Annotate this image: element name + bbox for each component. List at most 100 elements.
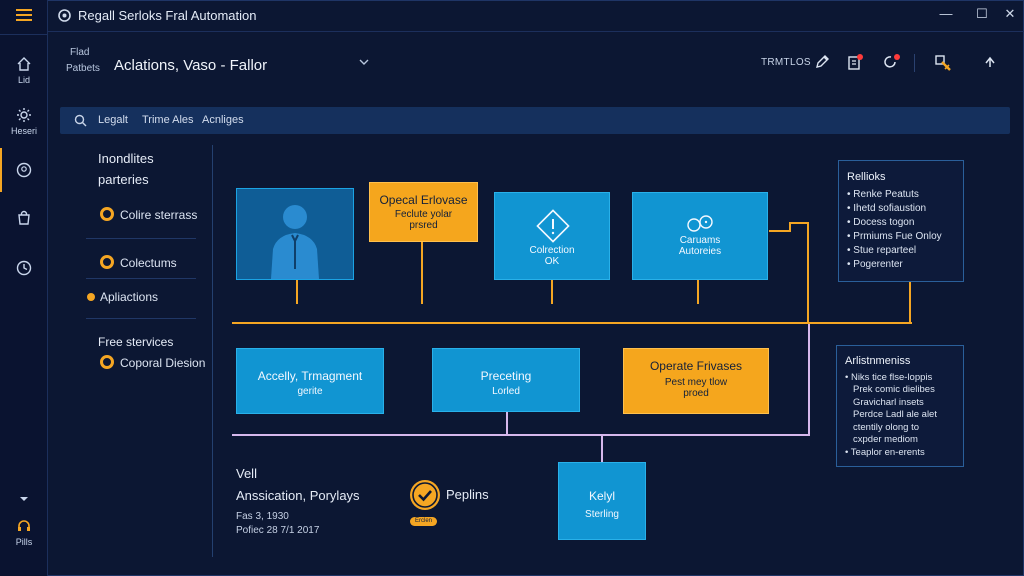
info-line: • Ihetd sofiaustion <box>847 203 927 214</box>
list-divider <box>86 278 196 279</box>
breadcrumb-item[interactable]: Flad <box>70 47 90 58</box>
node-sterling[interactable]: Kelyl Sterling <box>558 462 646 540</box>
node-title: Opecal Erlovase <box>379 193 468 207</box>
tools-icon[interactable] <box>934 54 952 72</box>
refresh-icon[interactable] <box>882 54 898 70</box>
list-item[interactable]: Coporal Diesion <box>100 355 206 370</box>
panel-divider <box>212 145 213 557</box>
connector <box>697 280 699 304</box>
node-operation[interactable]: Opecal Erlovase Feclute yolar prsred <box>369 182 478 242</box>
rail-collapse-button[interactable] <box>0 496 48 505</box>
connector <box>769 230 791 232</box>
list-item[interactable]: Colectums <box>100 255 177 270</box>
node-subtitle: Feclute yolar <box>394 209 453 220</box>
headset-icon <box>18 520 30 531</box>
connector <box>506 412 508 434</box>
detail-label: Vell <box>236 466 257 481</box>
node-subtitle: OK <box>544 256 560 267</box>
rail-item-label: Heseri <box>10 126 37 136</box>
notification-dot <box>857 54 863 60</box>
clock-icon <box>16 260 32 276</box>
info-line: cxpder mediom <box>853 434 918 445</box>
section-heading-line: parteries <box>98 172 149 187</box>
list-item-label: Coporal Diesion <box>120 356 206 370</box>
connector <box>551 280 553 304</box>
info-line: • Teaplor en-erents <box>845 446 925 458</box>
filter-tab[interactable]: Trime Ales <box>142 114 194 126</box>
node-subtitle: proed <box>683 388 709 399</box>
info-panel-rellioks: Rellioks • Renke Peatuts • Ihetd sofiaus… <box>838 160 964 282</box>
connector <box>808 324 810 436</box>
breadcrumb-item[interactable]: Patbets <box>66 63 100 74</box>
share-icon[interactable] <box>982 54 998 70</box>
rail-item-label: Pills <box>15 537 33 547</box>
info-line: Gravicharl insets <box>853 396 924 408</box>
app-title: Regall Serloks Fral Automation <box>78 8 257 23</box>
tools-label[interactable]: TRMTLOS <box>761 57 811 68</box>
section-heading-line: Inondlites <box>98 151 154 166</box>
filter-tab[interactable]: Legalt <box>98 114 128 126</box>
detail-title: Anssication, Porylays <box>236 488 360 503</box>
filter-tab[interactable]: Acnliges <box>202 114 244 126</box>
profile-circle-icon <box>16 162 32 178</box>
close-button[interactable]: ✕ <box>1004 6 1016 21</box>
header-divider <box>914 54 915 72</box>
warning-icon <box>536 209 570 243</box>
node-subtitle: prsred <box>409 220 438 231</box>
status-ring-icon <box>100 207 114 221</box>
menu-button[interactable] <box>0 8 48 25</box>
home-icon <box>17 57 31 71</box>
info-line: • Renke Peatuts <box>847 189 919 200</box>
section-heading: Inondlites parteries <box>98 148 154 190</box>
list-item-label: Colectums <box>120 256 177 270</box>
rail-item-profile[interactable] <box>0 162 48 181</box>
node-automation[interactable]: Caruams Autoreies <box>632 192 768 280</box>
node-management[interactable]: Accelly, Trmagment gerite <box>236 348 384 414</box>
node-subtitle: Pest mey tlow <box>664 377 728 388</box>
search-bar[interactable]: Legalt Trime Ales Acnliges <box>60 107 1010 134</box>
list-divider <box>86 318 196 319</box>
info-line: • Pogerenter <box>847 259 903 270</box>
connector <box>421 242 423 304</box>
list-item[interactable]: Colire sterrass <box>100 207 197 222</box>
info-line: Prek comic dielibes <box>853 384 935 395</box>
pen-icon[interactable] <box>814 54 830 70</box>
app-logo-icon <box>58 9 71 22</box>
list-item[interactable]: Apliactions <box>87 290 159 304</box>
connector <box>789 222 791 232</box>
caret-down-icon <box>20 497 28 501</box>
rail-active-indicator <box>0 148 2 192</box>
info-line: • Docess togon <box>847 217 915 228</box>
view-title-dropdown[interactable]: Aclations, Vaso - Fallor <box>114 57 268 74</box>
rail-item-label: Lid <box>17 75 30 85</box>
check-badge <box>410 480 440 510</box>
chevron-down-icon[interactable] <box>358 56 370 68</box>
node-processing[interactable]: Preceting Lorled <box>432 348 580 412</box>
maximize-button[interactable]: ☐ <box>976 6 988 21</box>
list-item-label: Apliactions <box>100 290 159 304</box>
rail-item-support[interactable]: Pills <box>0 518 48 547</box>
list-divider <box>86 238 196 239</box>
clipboard-icon[interactable] <box>846 54 862 70</box>
node-correction[interactable]: Colrection OK <box>494 192 610 280</box>
node-operate[interactable]: Operate Frivases Pest mey tlow proed <box>623 348 769 414</box>
node-person[interactable] <box>236 188 354 280</box>
notification-dot <box>894 54 900 60</box>
person-avatar-icon <box>271 205 319 279</box>
rail-item-bag[interactable] <box>0 210 48 229</box>
connector-bus <box>232 434 810 436</box>
node-title: Operate Frivases <box>649 359 743 373</box>
nav-rail: Lid Heseri <box>0 0 48 576</box>
rail-item-history[interactable] <box>0 260 48 279</box>
chat-bubbles-icon <box>687 215 713 232</box>
rail-item-home[interactable]: Lid <box>0 56 48 85</box>
rail-item-heseri[interactable]: Heseri <box>0 107 48 136</box>
status-tag: Erclen <box>410 517 438 526</box>
bullet-icon <box>87 293 95 301</box>
detail-meta: Pofiec 28 7/1 2017 <box>236 525 320 536</box>
checkmark-icon <box>412 482 438 508</box>
status-ring-icon <box>100 355 114 369</box>
minimize-button[interactable]: — <box>939 6 953 21</box>
info-panel-adjustments: Arlistnmeniss • Niks tice flse-loppis Pr… <box>836 345 964 467</box>
connector <box>601 434 603 462</box>
